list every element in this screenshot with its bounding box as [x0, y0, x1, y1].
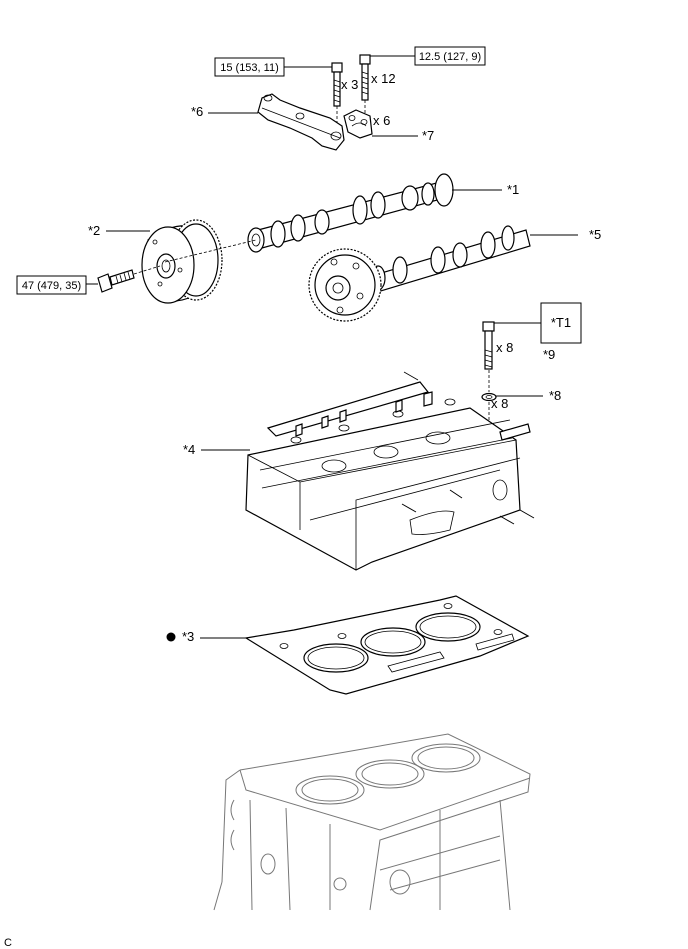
washer: [481, 392, 497, 402]
camshaft-housing-group: 15 (153, 11) x 3 12.5 (127, 9) x 12: [191, 46, 486, 151]
head-bolt-qty: x 8: [496, 340, 513, 355]
bearing-cap: [343, 109, 373, 139]
cap-bolt-qty: x 3: [341, 77, 358, 92]
washer-qty: x 8: [491, 396, 508, 411]
tool-callout: *T1: [551, 315, 571, 330]
head-bolt-callout: *9: [543, 347, 555, 362]
gasket-callout: *3: [182, 629, 194, 644]
housing-bolt-torque: 12.5 (127, 9): [419, 51, 481, 63]
housing-bolt: [359, 54, 371, 101]
non-reusable-icon: [166, 632, 176, 642]
gear-bolt-torque-box: [16, 275, 87, 295]
gear-bolt: [97, 269, 135, 293]
head-gasket: [244, 595, 530, 695]
tool-box: [540, 302, 582, 344]
housing-callout: *6: [191, 104, 203, 119]
corner-letter: C: [4, 937, 12, 949]
housing-bolt-qty: x 12: [371, 71, 396, 86]
head-callout: *4: [183, 442, 195, 457]
gear-callout: *2: [88, 223, 100, 238]
cap-qty: x 6: [373, 113, 390, 128]
gear-bolt-torque: 47 (479, 35): [22, 280, 81, 292]
camshaft-intake: [247, 173, 454, 253]
camshaft-exhaust: [308, 225, 531, 322]
camshaft-housing: [257, 93, 345, 151]
bearing-cap-callout: *7: [422, 128, 434, 143]
washer-callout: *8: [549, 388, 561, 403]
camshaft-callout: *1: [507, 182, 519, 197]
cylinder-block: [213, 733, 531, 911]
head-bolt: [482, 321, 495, 370]
timing-gear-assembly: [141, 219, 223, 304]
cylinder-head: [245, 371, 535, 571]
camshaft2-callout: *5: [589, 227, 601, 242]
cap-bolt-torque: 15 (153, 11): [220, 62, 279, 74]
